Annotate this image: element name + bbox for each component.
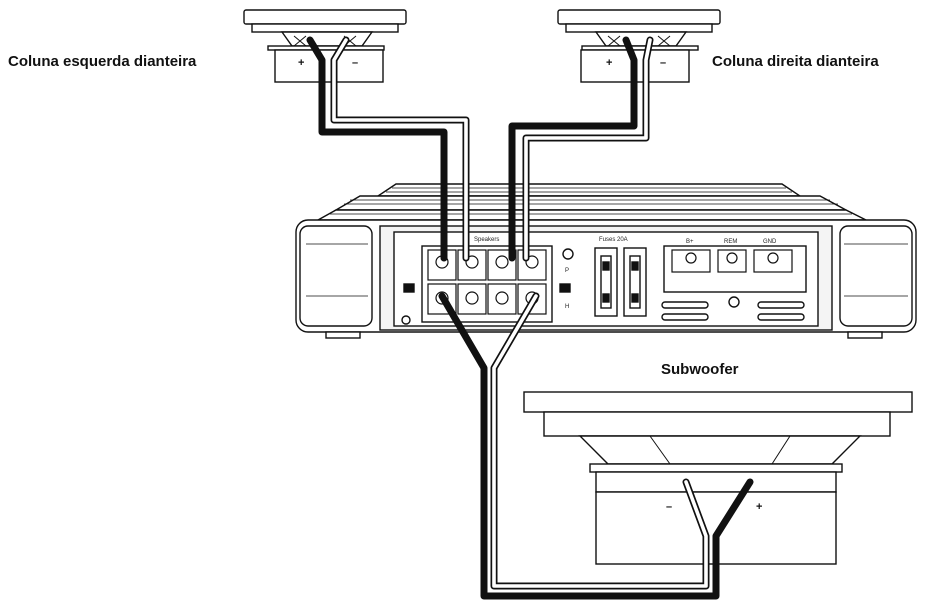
front-right-plus: + xyxy=(606,57,612,69)
subwoofer-plus: + xyxy=(756,501,762,513)
front-left-minus: – xyxy=(352,57,358,69)
front-left-plus: + xyxy=(298,57,304,69)
subwoofer-minus: – xyxy=(666,501,672,513)
amplifier: Speakers P H Fuses 20A B+ REM GND xyxy=(295,183,917,339)
front-left-speaker: + – xyxy=(243,9,407,83)
pf-letter-h: H xyxy=(565,304,569,310)
subwoofer: – + xyxy=(523,391,913,565)
b-plus-label: B+ xyxy=(686,239,694,245)
front-right-minus: – xyxy=(660,57,666,69)
wire-front-right-positive xyxy=(508,36,638,262)
wire-front-left-positive xyxy=(306,36,448,262)
wire-subwoofer-negative xyxy=(492,294,708,588)
front-right-speaker: + – xyxy=(557,9,721,83)
wire-front-left-negative xyxy=(332,38,468,260)
pf-letter-p: P xyxy=(565,268,569,274)
label-front-right: Coluna direita dianteira xyxy=(712,53,879,70)
label-subwoofer: Subwoofer xyxy=(661,361,739,378)
fuses-label: Fuses 20A xyxy=(599,237,628,243)
wire-subwoofer-positive xyxy=(438,292,754,600)
fuse-2 xyxy=(623,247,647,317)
gnd-label: GND xyxy=(763,239,777,245)
speakers-header: Speakers xyxy=(474,237,499,243)
label-front-left: Coluna esquerda dianteira xyxy=(8,53,197,70)
wire-front-right-negative xyxy=(524,38,652,260)
wiring xyxy=(306,36,754,600)
rem-label: REM xyxy=(724,239,737,245)
fuse-1 xyxy=(594,247,618,317)
